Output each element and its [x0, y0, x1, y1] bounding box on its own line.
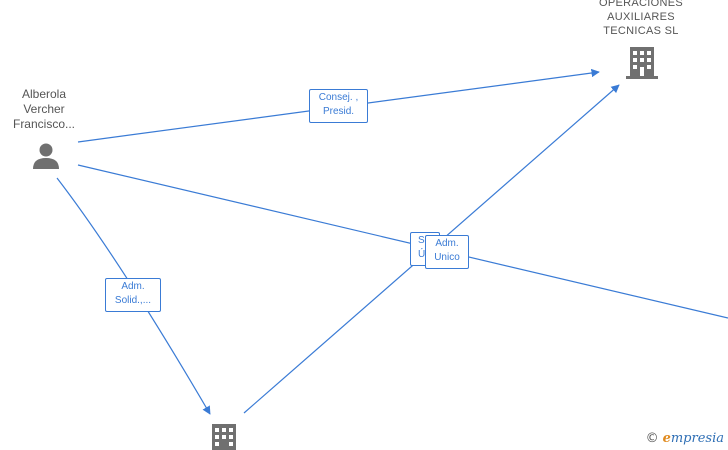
person-name[interactable]: Alberola Vercher Francisco... — [4, 87, 84, 132]
company-name-line: AUXILIARES — [607, 11, 675, 23]
company-name-top[interactable]: OPERACIONES AUXILIARES TECNICAS SL — [580, 0, 702, 38]
edge-label-line: Unico — [434, 252, 460, 263]
copyright-icon: © — [645, 431, 659, 446]
brand-name: mpresia — [670, 431, 724, 446]
edge-label-adm-solid[interactable]: Adm. Solid.,... — [105, 278, 161, 312]
edge-label-line: Adm. — [435, 238, 459, 249]
edge-label-line: Consej. , — [318, 92, 359, 103]
person-name-line: Alberola — [21, 87, 67, 101]
person-name-line: Vercher — [23, 102, 65, 116]
company-name-line: OPERACIONES — [599, 0, 683, 9]
company-name-line: TECNICAS SL — [603, 25, 679, 37]
edge-label-consej-presid[interactable]: Consej. , Presid. — [309, 89, 368, 123]
person-icon[interactable] — [33, 143, 59, 170]
edge-label-line: Solid.,... — [114, 295, 152, 306]
building-icon[interactable] — [626, 47, 658, 79]
edge-person-to-offscreen — [77, 164, 728, 319]
building-icon[interactable] — [212, 424, 236, 450]
brand-logo: © empresia — [646, 431, 724, 446]
edge-label-line: Ú — [418, 249, 426, 260]
edge-label-adm-unico[interactable]: Adm. Unico — [425, 235, 469, 269]
edge-label-line: Adm. — [121, 281, 145, 292]
edge-label-line: S — [418, 235, 425, 246]
edge-label-line: Presid. — [322, 106, 355, 117]
person-name-line: Francisco... — [12, 117, 75, 131]
brand-e: e — [662, 431, 671, 446]
